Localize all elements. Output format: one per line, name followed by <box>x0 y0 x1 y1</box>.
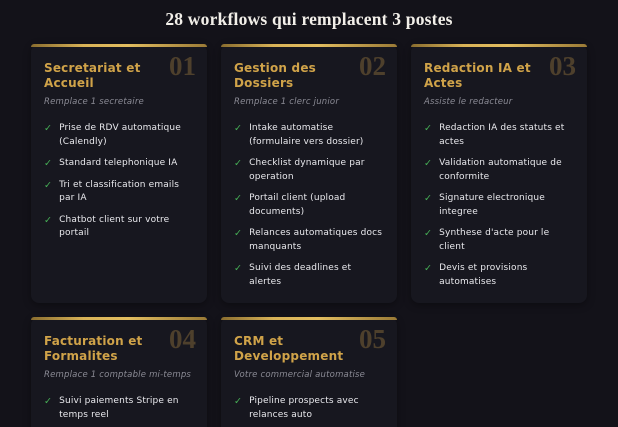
checklist-item-label: Chatbot client sur votre portail <box>59 214 170 239</box>
check-icon: ✓ <box>234 228 243 239</box>
workflow-card: 05 CRM et Developpement Votre commercial… <box>221 317 397 427</box>
checklist-item-label: Pipeline prospects avec relances auto <box>249 396 359 420</box>
checklist-item: ✓ Validation automatique de conformite <box>424 157 574 184</box>
page: { "page": { "title": "28 workflows qui r… <box>0 9 618 427</box>
checklist-item-label: Prise de RDV automatique (Calendly) <box>59 123 181 147</box>
checklist-item: ✓ Suivi des deadlines et alertes <box>234 262 384 289</box>
checklist-item-label: Synthese d'acte pour le client <box>439 228 550 252</box>
checklist-item-label: Suivi paiements Stripe en temps reel <box>59 396 179 420</box>
card-title: Gestion des Dossiers <box>234 61 317 90</box>
checklist-item: ✓ Suivi paiements Stripe en temps reel <box>44 395 194 422</box>
check-icon: ✓ <box>234 123 243 134</box>
checklist-item-label: Validation automatique de conformite <box>439 158 562 182</box>
check-icon: ✓ <box>424 158 433 169</box>
workflow-card: 04 Facturation et Formalites Remplace 1 … <box>31 317 207 427</box>
check-icon: ✓ <box>44 214 53 226</box>
check-icon: ✓ <box>44 396 53 407</box>
card-items: ✓ Intake automatise (formulaire vers doss… <box>234 122 384 289</box>
checklist-item-label: Portail client (upload documents) <box>249 193 346 217</box>
card-subtitle: Remplace 1 clerc junior <box>234 97 340 107</box>
check-icon: ✓ <box>44 179 53 191</box>
check-icon: ✓ <box>44 123 53 134</box>
checklist-item-label: Tri et classification emails par IA <box>59 179 180 204</box>
check-icon: ✓ <box>234 263 243 274</box>
workflow-card: 03 Redaction IA et Actes Assiste le reda… <box>411 44 587 303</box>
card-subtitle: Remplace 1 comptable mi-temps <box>44 370 192 380</box>
page-title: 28 workflows qui remplacent 3 postes <box>165 9 453 29</box>
checklist-item: ✓ Chatbot client sur votre portail <box>44 214 194 241</box>
workflow-card: 01 Secretariat et Accueil Remplace 1 sec… <box>31 44 207 303</box>
checklist-item: ✓ Portail client (upload documents) <box>234 192 384 219</box>
card-items: ✓Suivi paiements Stripe en temps reel✓Re… <box>44 395 194 427</box>
check-icon: ✓ <box>44 158 53 169</box>
card-items: ✓Pipeline prospects avec relances auto✓S… <box>234 395 384 427</box>
check-icon: ✓ <box>234 158 243 169</box>
check-icon: ✓ <box>424 123 433 134</box>
check-icon: ✓ <box>234 396 243 407</box>
checklist-item: ✓ Prise de RDV automatique (Calendly) <box>44 122 194 149</box>
checklist-item-label: Standard telephonique IA <box>59 158 178 168</box>
checklist-item: ✓ Signature electronique integree <box>424 192 574 219</box>
checklist-item: ✓ Devis et provisions automatises <box>424 262 574 289</box>
workflow-card: 02 Gestion des Dossiers Remplace 1 clerc… <box>221 44 397 303</box>
checklist-item-label: Redaction IA des statuts et actes <box>439 123 565 147</box>
card-title: Facturation et Formalites <box>44 334 143 363</box>
card-subtitle: Assiste le redacteur <box>424 97 513 107</box>
check-icon: ✓ <box>424 228 433 239</box>
check-icon: ✓ <box>424 193 433 204</box>
checklist-item: ✓ Synthese d'acte pour le client <box>424 227 574 254</box>
card-items: ✓ Redaction IA des statuts et actes ✓ Valid… <box>424 122 574 289</box>
checklist-item-label: Signature electronique integree <box>439 193 545 217</box>
checklist-item-label: Devis et provisions automatises <box>439 263 528 287</box>
card-subtitle: Votre commercial automatise <box>234 370 366 380</box>
card-title: CRM et Developpement <box>234 334 344 363</box>
check-icon: ✓ <box>234 193 243 204</box>
checklist-item-label: Checklist dynamique par operation <box>249 158 365 182</box>
card-subtitle: Remplace 1 secretaire <box>44 97 144 107</box>
checklist-item: ✓ Checklist dynamique par operation <box>234 157 384 184</box>
card-title: Secretariat et Accueil <box>44 61 141 90</box>
checklist-item: ✓ Redaction IA des statuts et actes <box>424 122 574 149</box>
card-items: ✓ Prise de RDV automatique (Calendly) ✓ Sta… <box>44 122 194 241</box>
checklist-item-label: Relances automatiques docs manquants <box>249 228 383 252</box>
card-title: Redaction IA et Actes <box>424 61 531 90</box>
checklist-item: ✓ Pipeline prospects avec relances auto <box>234 395 384 422</box>
checklist-item-label: Suivi des deadlines et alertes <box>249 263 352 287</box>
checklist-item: ✓ Tri et classification emails par IA <box>44 179 194 206</box>
cards-grid: 01 Secretariat et Accueil Remplace 1 sec… <box>31 44 587 427</box>
check-icon: ✓ <box>424 263 433 274</box>
checklist-item-label: Intake automatise (formulaire vers dossi… <box>249 123 364 147</box>
checklist-item: ✓ Intake automatise (formulaire vers doss… <box>234 122 384 149</box>
checklist-item: ✓ Relances automatiques docs manquants <box>234 227 384 254</box>
checklist-item: ✓ Standard telephonique IA <box>44 157 194 171</box>
